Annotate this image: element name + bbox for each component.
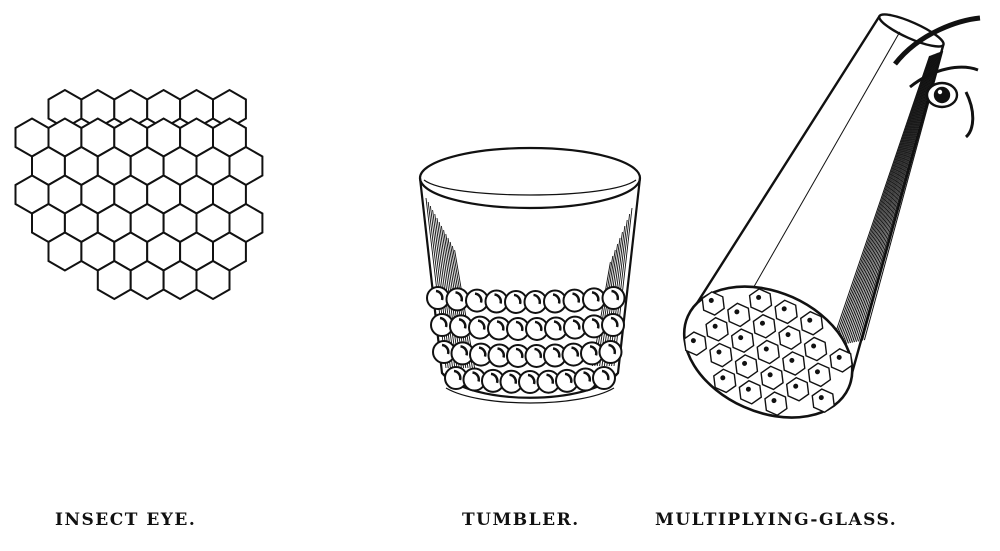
caption-tumbler: TUMBLER.: [462, 510, 580, 530]
caption-insect-eye: INSECT EYE.: [55, 510, 196, 530]
caption-multiplying-glass: MULTIPLYING-GLASS.: [655, 510, 897, 530]
eye-facet: [98, 261, 131, 299]
eye-facet: [49, 233, 82, 271]
multiplying-glass-illustration: [640, 12, 990, 482]
insect-eye-illustration: [10, 85, 270, 320]
tumbler-illustration: [410, 138, 650, 413]
eye-facet: [131, 261, 164, 299]
eye-facet: [197, 261, 230, 299]
eye-facet: [164, 261, 197, 299]
tumbler-rim: [420, 148, 640, 208]
